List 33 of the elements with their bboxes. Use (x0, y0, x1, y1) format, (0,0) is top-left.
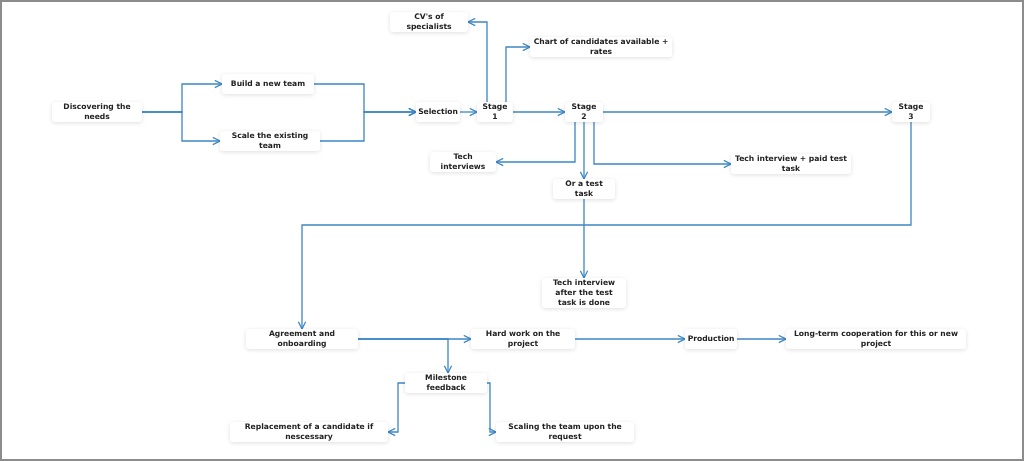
process-box (405, 373, 487, 393)
process-box (390, 12, 468, 32)
arrow (486, 382, 497, 437)
process-box (565, 102, 603, 122)
process-box (542, 278, 626, 308)
process-box (220, 131, 320, 151)
arrow (467, 17, 488, 103)
process-box (471, 329, 575, 349)
process-box (52, 102, 142, 122)
process-box (892, 102, 930, 122)
process-box (230, 422, 388, 442)
process-box (416, 102, 460, 122)
process-box (496, 422, 634, 442)
arrow (357, 338, 453, 374)
arrow (512, 107, 566, 117)
process-box (553, 179, 615, 199)
arrow (574, 334, 686, 344)
arrow (579, 198, 589, 279)
arrow (579, 121, 589, 180)
process-box (222, 74, 314, 94)
arrow (736, 334, 787, 344)
arrow (593, 121, 732, 169)
arrow (141, 111, 221, 146)
arrow (387, 382, 406, 437)
process-box (685, 329, 737, 349)
arrow (319, 107, 417, 142)
arrow (505, 42, 531, 103)
process-box (246, 329, 358, 349)
arrow (297, 121, 912, 330)
process-box (430, 152, 496, 172)
arrow (459, 107, 478, 117)
arrow (495, 121, 576, 167)
arrow (602, 107, 893, 117)
